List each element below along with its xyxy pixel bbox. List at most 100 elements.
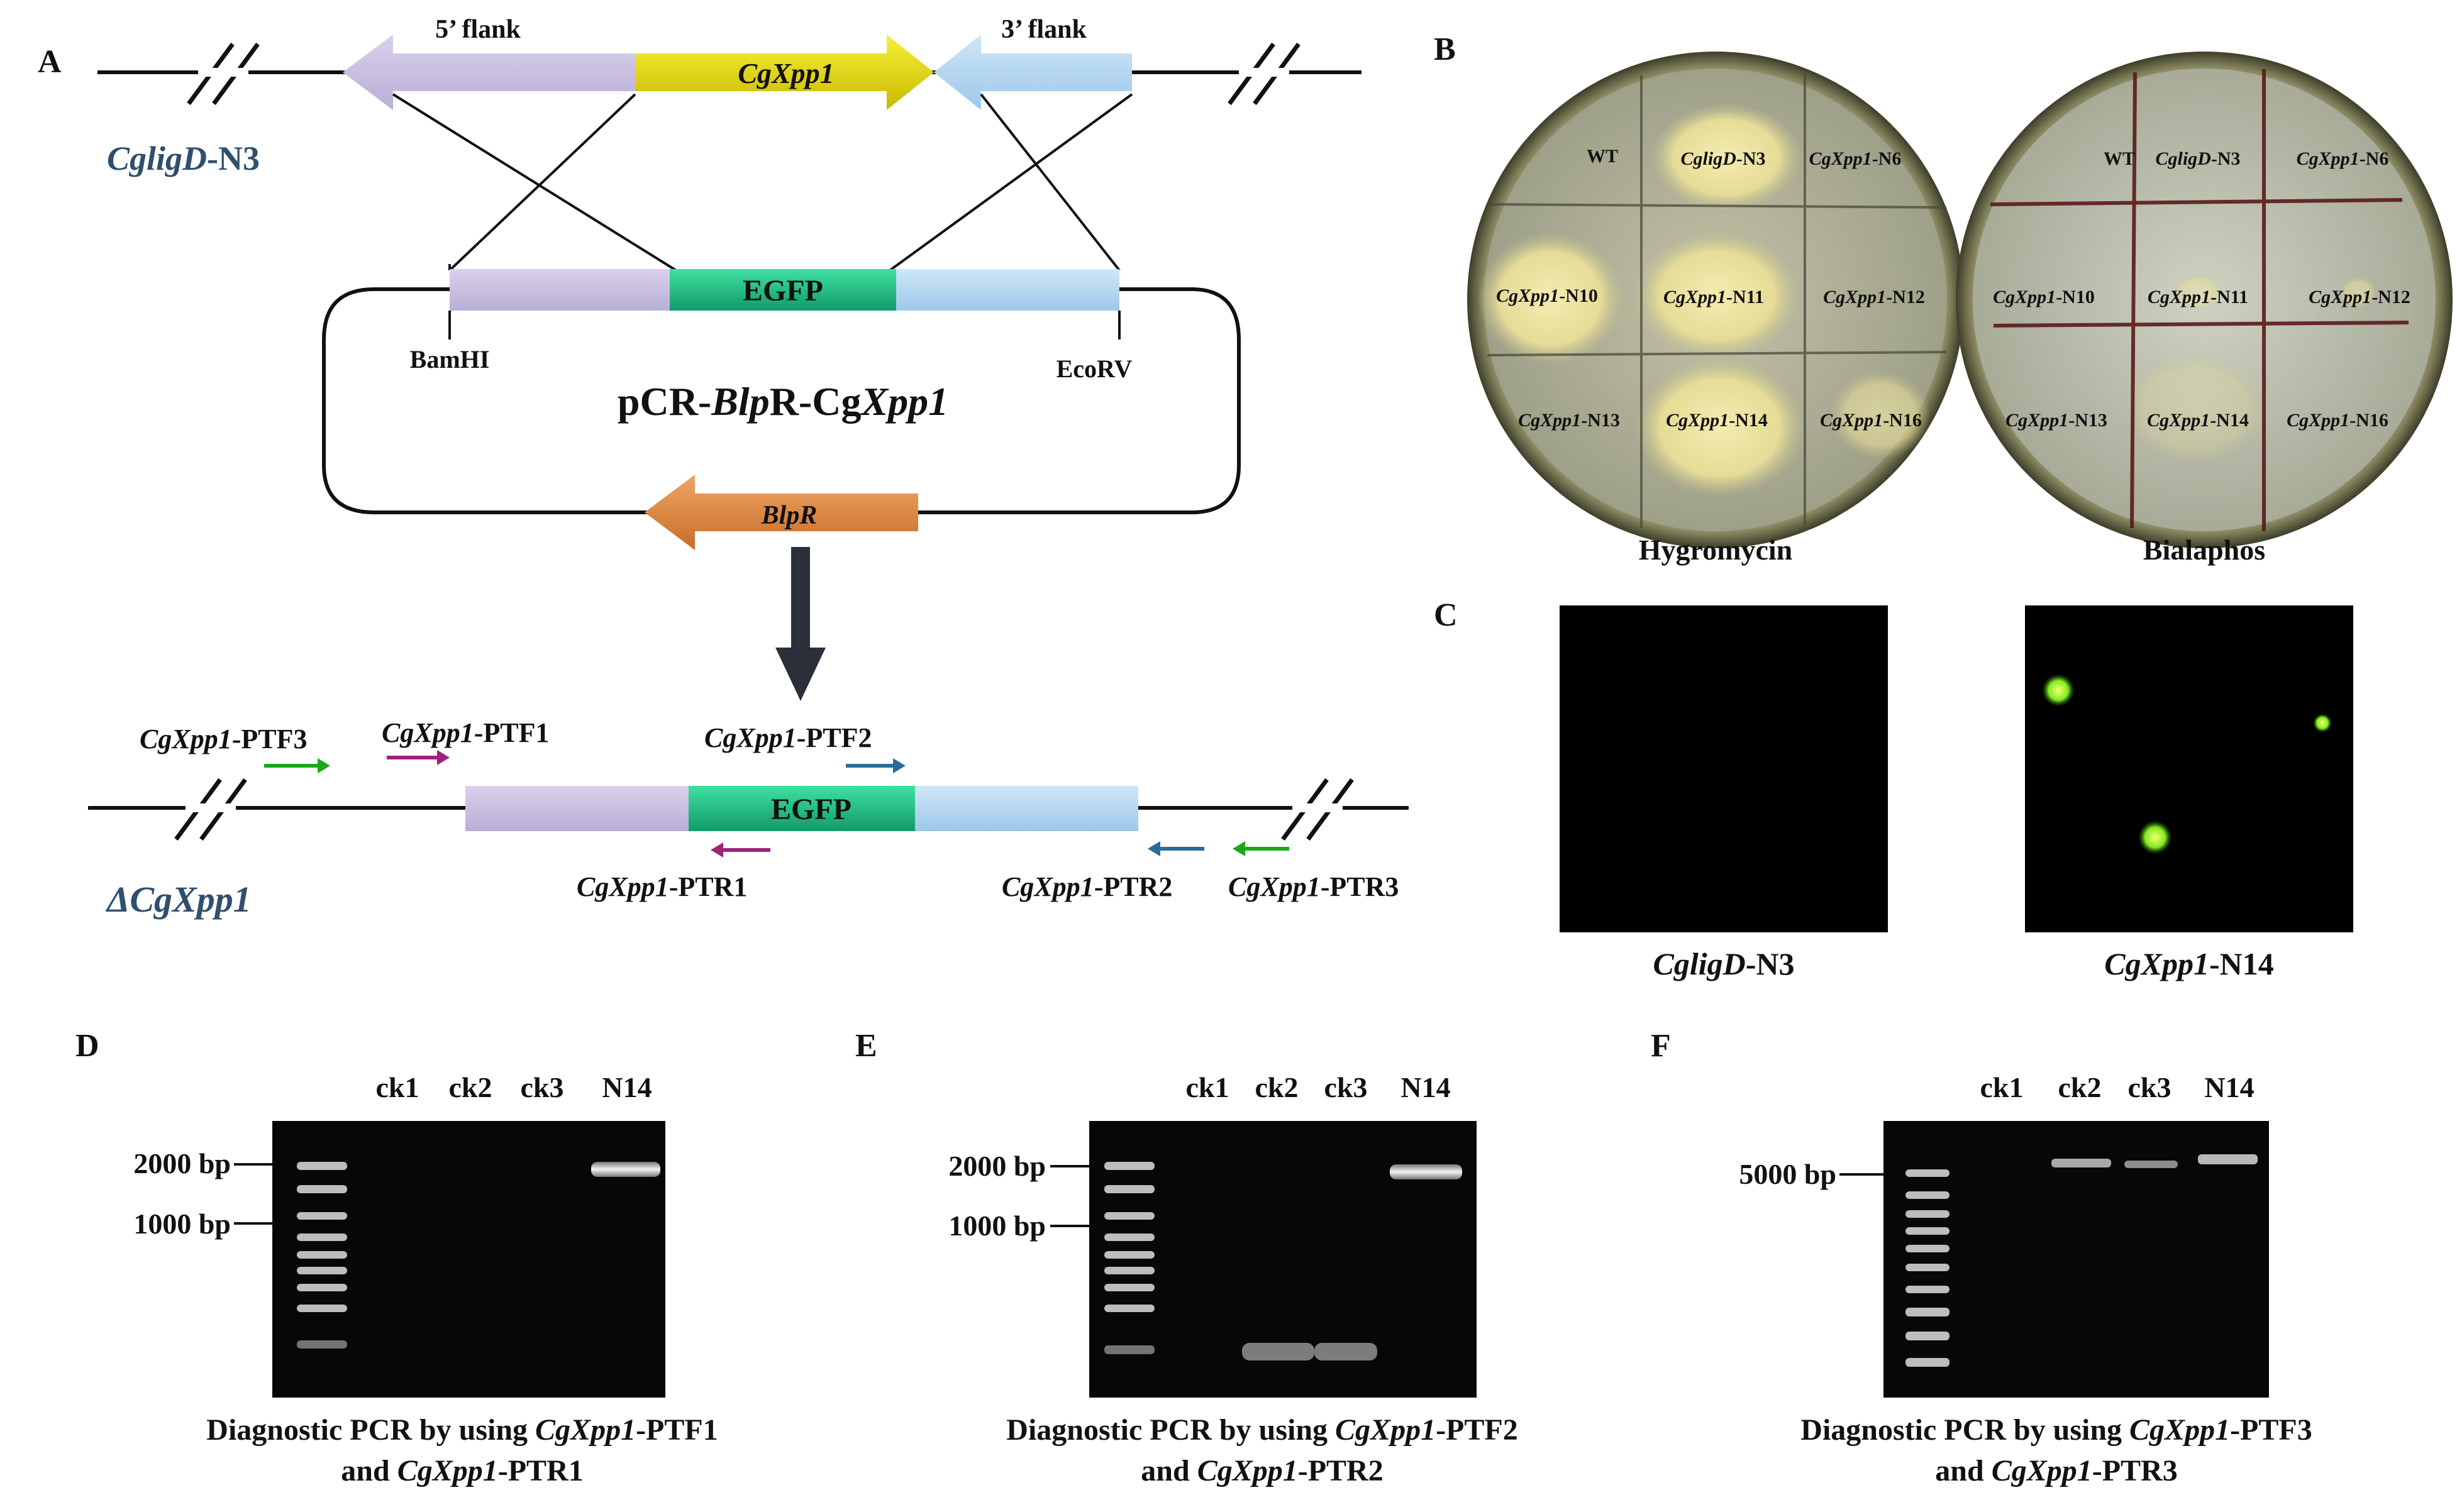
fluorescence-image-n14: CgXpp1-N14 xyxy=(2025,605,2353,981)
mutant-flank5 xyxy=(465,786,689,831)
primer-ptr3-label: CgXpp1-PTR3 xyxy=(1228,871,1399,902)
svg-text:CgXpp1-N10: CgXpp1-N10 xyxy=(1993,287,2095,307)
blpr-label: BlpR xyxy=(761,501,818,530)
primer-ptf2-label: CgXpp1-PTF2 xyxy=(704,722,872,753)
gene-arrow xyxy=(635,35,934,110)
primer-ptr1: CgXpp1-PTR1 xyxy=(577,842,770,902)
svg-text:CgXpp1-N12: CgXpp1-N12 xyxy=(2309,287,2410,307)
primer-ptf2: CgXpp1-PTF2 xyxy=(704,722,906,773)
crossover-lines xyxy=(392,93,1133,272)
svg-text:CgXpp1-N11: CgXpp1-N11 xyxy=(2148,287,2248,307)
plate-labels: WT CgligD-N3 CgXpp1-N6 CgXpp1-N10 CgXpp1… xyxy=(1496,146,1925,431)
ladder xyxy=(297,1162,347,1349)
band-ck2 xyxy=(2051,1159,2111,1167)
gel-e-caption-2: and CgXpp1-PTR2 xyxy=(1141,1454,1383,1487)
band-ck3 xyxy=(2124,1161,2178,1168)
primer-ptr3: CgXpp1-PTR3 xyxy=(1228,841,1399,902)
svg-text:ck2: ck2 xyxy=(1255,1071,1299,1103)
plate-hygromycin: WT CgligD-N3 CgXpp1-N6 CgXpp1-N10 CgXpp1… xyxy=(1467,52,1964,566)
gel-e: ck1 ck2 ck3 N14 2000 bp 1000 bp Diagnost… xyxy=(948,1071,1517,1487)
svg-text:CgXpp1-N12: CgXpp1-N12 xyxy=(1823,287,1925,307)
band-n14 xyxy=(591,1162,660,1177)
marker-1000: 1000 bp xyxy=(133,1208,231,1240)
band-ck3 xyxy=(1314,1343,1377,1360)
break-mark xyxy=(1228,42,1301,106)
grid-lines xyxy=(1487,72,1947,531)
svg-text:N14: N14 xyxy=(1400,1071,1450,1103)
ladder xyxy=(1905,1169,1950,1367)
svg-text:ck2: ck2 xyxy=(449,1071,492,1103)
lane-labels: ck1 ck2 ck3 N14 xyxy=(1980,1071,2255,1103)
plasmid-egfp xyxy=(670,269,896,311)
mutant-egfp xyxy=(689,786,915,831)
fluorescence-n14-caption: CgXpp1-N14 xyxy=(2104,946,2273,981)
svg-text:CgXpp1-N13: CgXpp1-N13 xyxy=(1518,410,1620,431)
band-ck2 xyxy=(1242,1343,1314,1360)
panel-label-c: C xyxy=(1434,597,1458,633)
gel-d-caption-1: Diagnostic PCR by using CgXpp1-PTF1 xyxy=(206,1413,718,1447)
svg-text:ck3: ck3 xyxy=(521,1071,564,1103)
svg-text:CgXpp1-N11: CgXpp1-N11 xyxy=(1663,287,1764,307)
svg-text:WT: WT xyxy=(1587,146,1618,167)
primer-ptr2: CgXpp1-PTR2 xyxy=(1002,841,1204,902)
plasmid-flank3 xyxy=(896,269,1119,311)
lane-labels: ck1 ck2 ck3 N14 xyxy=(1186,1071,1451,1103)
marker-5000: 5000 bp xyxy=(1739,1158,1836,1190)
svg-text:CgXpp1-N6: CgXpp1-N6 xyxy=(2297,148,2389,169)
marker-1000: 1000 bp xyxy=(948,1210,1046,1242)
band-n14 xyxy=(1390,1164,1462,1179)
grid-lines xyxy=(1990,69,2409,531)
svg-text:N14: N14 xyxy=(2204,1071,2254,1103)
primer-ptr2-label: CgXpp1-PTR2 xyxy=(1002,871,1172,902)
gel-d-caption-2: and CgXpp1-PTR1 xyxy=(341,1454,583,1487)
gel-f: ck1 ck2 ck3 N14 5000 bp Diagnostic PCR b… xyxy=(1739,1071,2312,1487)
plasmid-flank5 xyxy=(450,269,670,311)
gel-f-caption-2: and CgXpp1-PTR3 xyxy=(1935,1454,2177,1487)
svg-text:N14: N14 xyxy=(602,1071,652,1103)
flank5-label: 5’ flank xyxy=(435,15,521,44)
blpr-arrow xyxy=(645,475,918,550)
gene-label: CgXpp1 xyxy=(738,57,834,89)
svg-text:CgXpp1-N10: CgXpp1-N10 xyxy=(1496,285,1598,306)
svg-text:CgXpp1-N13: CgXpp1-N13 xyxy=(2005,410,2107,431)
fluorescence-n3-caption: CgligD-N3 xyxy=(1653,946,1794,981)
mutant-egfp-label: EGFP xyxy=(771,793,851,826)
svg-text:CgXpp1-N16: CgXpp1-N16 xyxy=(2287,410,2388,431)
svg-text:CgligD-N3: CgligD-N3 xyxy=(2155,148,2240,169)
flank3-label: 3’ flank xyxy=(1001,15,1087,44)
plasmid-egfp-label: EGFP xyxy=(743,274,823,307)
fluorescent-spot xyxy=(2138,820,2172,854)
eco-site-label: EcoRV xyxy=(1057,355,1133,383)
svg-text:CgXpp1-N14: CgXpp1-N14 xyxy=(1666,410,1768,431)
ladder xyxy=(1104,1162,1155,1354)
svg-text:ck1: ck1 xyxy=(1980,1071,2024,1103)
gel-f-caption-1: Diagnostic PCR by using CgXpp1-PTF3 xyxy=(1800,1413,2312,1447)
primer-ptf1: CgXpp1-PTF1 xyxy=(382,717,549,765)
svg-text:ck1: ck1 xyxy=(376,1071,419,1103)
strain-label-top: CgligD-N3 xyxy=(107,140,260,177)
marker-2000: 2000 bp xyxy=(948,1150,1046,1182)
break-mark xyxy=(187,42,260,106)
panel-label-a: A xyxy=(38,44,62,80)
lane-labels: ck1 ck2 ck3 N14 xyxy=(376,1071,652,1103)
primer-ptf3: CgXpp1-PTF3 xyxy=(140,724,330,773)
bam-site-label: BamHI xyxy=(410,345,490,373)
plasmid: EGFP BamHI EcoRV pCR-BlpR-CgXpp1 BlpR xyxy=(322,269,1241,550)
svg-text:ck3: ck3 xyxy=(2128,1071,2171,1103)
primer-ptr1-label: CgXpp1-PTR1 xyxy=(577,871,747,902)
svg-text:ck3: ck3 xyxy=(1324,1071,1368,1103)
gel-e-caption-1: Diagnostic PCR by using CgXpp1-PTF2 xyxy=(1006,1413,1517,1447)
mutant-label: ΔCgXpp1 xyxy=(106,879,252,920)
break-mark xyxy=(174,778,247,841)
flank5-arrow xyxy=(343,35,635,110)
vector-name: pCR-BlpR-CgXpp1 xyxy=(618,379,948,424)
plate-bialaphos: WT CgligD-N3 CgXpp1-N6 CgXpp1-N10 CgXpp1… xyxy=(1956,52,2453,566)
panel-label-e: E xyxy=(855,1028,877,1064)
colonies xyxy=(1478,104,1931,497)
plate-bialaphos-caption: Bialaphos xyxy=(2143,534,2265,566)
svg-text:CgXpp1-N16: CgXpp1-N16 xyxy=(1820,410,1922,431)
fluorescence-image-n3: CgligD-N3 xyxy=(1560,605,1888,981)
plate-hygromycin-caption: Hygromycin xyxy=(1639,534,1792,566)
fluorescent-spot xyxy=(2042,674,2075,707)
